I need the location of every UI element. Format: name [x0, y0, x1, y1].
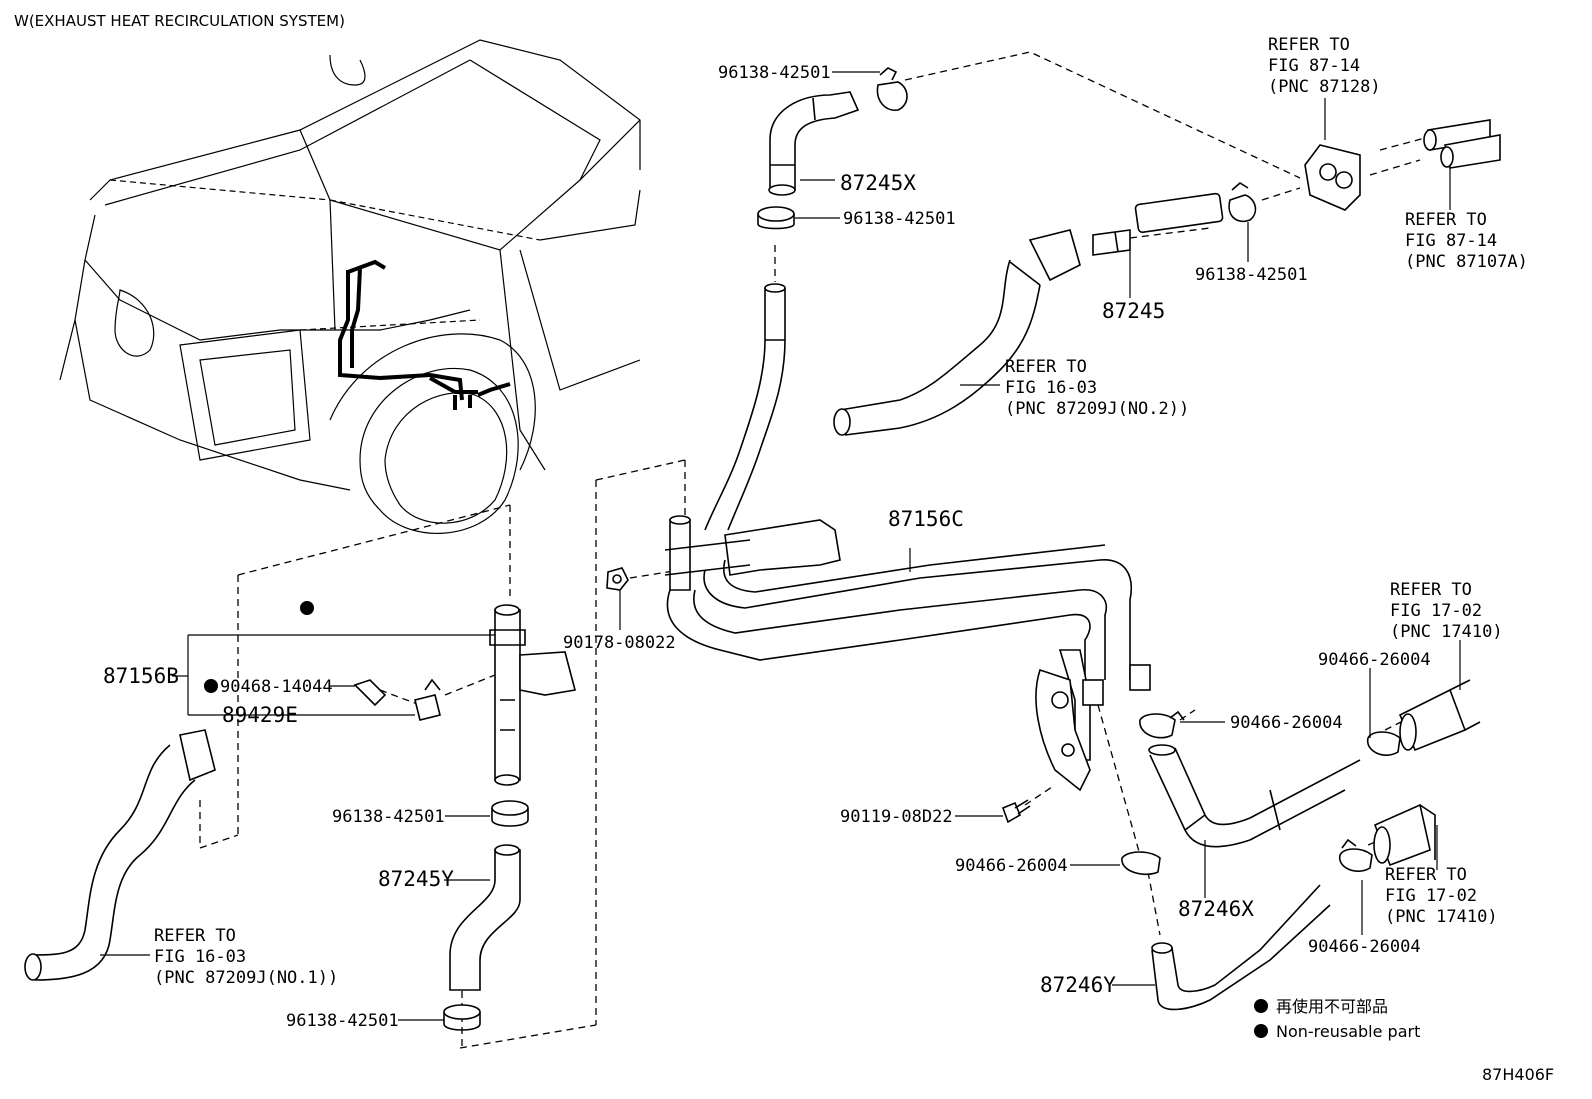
- ref-87209j-no2: REFER TO FIG 16-03 (PNC 87209J(NO.2)): [1005, 357, 1189, 419]
- ref-87209j-no1: REFER TO FIG 16-03 (PNC 87209J(NO.1)): [154, 926, 338, 988]
- pipe-assembly-87156c[interactable]: [664, 283, 1151, 792]
- nut-90178[interactable]: [606, 567, 629, 591]
- svg-text:REFER TO: REFER TO: [1385, 865, 1467, 885]
- label-87246y: 87246Y: [1040, 973, 1116, 997]
- figure-code: 87H406F: [1482, 1065, 1554, 1084]
- label-96138-left-mid: 96138-42501: [332, 807, 445, 827]
- label-87156c: 87156C: [888, 507, 964, 531]
- valve-89429e[interactable]: [414, 678, 441, 721]
- hose-87246y[interactable]: [1151, 884, 1331, 1011]
- legend-dot-cn: [1254, 999, 1268, 1013]
- hose-87245[interactable]: [1092, 192, 1224, 256]
- label-90466-right-upper: 90466-26004: [1318, 650, 1431, 670]
- non-reusable-dot-clip: [204, 679, 218, 693]
- svg-text:REFER TO: REFER TO: [1005, 357, 1087, 377]
- legend: 再使用不可部品 Non-reusable part: [1254, 997, 1420, 1041]
- pipe-17410-lower[interactable]: [1373, 803, 1436, 867]
- clamp-90466-upper[interactable]: [1139, 710, 1185, 739]
- label-90466-right-lower: 90466-26004: [1308, 937, 1421, 957]
- diagram-title: W(EXHAUST HEAT RECIRCULATION SYSTEM): [14, 12, 345, 30]
- svg-text:(PNC 87107A): (PNC 87107A): [1405, 252, 1528, 272]
- clamp-96138-right[interactable]: [1228, 182, 1257, 222]
- svg-text:REFER TO: REFER TO: [154, 926, 236, 946]
- label-90466-lower: 90466-26004: [955, 856, 1068, 876]
- label-87245: 87245: [1102, 299, 1165, 323]
- clamp-96138-second[interactable]: [757, 206, 795, 230]
- pipe-assembly-87156b[interactable]: [489, 604, 576, 786]
- label-87245x: 87245X: [840, 171, 916, 195]
- svg-text:(PNC 17410): (PNC 17410): [1390, 622, 1503, 642]
- label-96138-top: 96138-42501: [718, 63, 831, 83]
- hose-87246x[interactable]: [1148, 744, 1361, 848]
- svg-text:(PNC 87209J(NO.2)): (PNC 87209J(NO.2)): [1005, 399, 1189, 419]
- svg-text:FIG 16-03: FIG 16-03: [1005, 378, 1097, 398]
- clamp-90466-right-upper[interactable]: [1367, 731, 1401, 756]
- vehicle-illustration: [59, 39, 641, 534]
- label-90468: 90468-14044: [220, 677, 333, 697]
- label-90119: 90119-08D22: [840, 807, 953, 827]
- svg-text:FIG 17-02: FIG 17-02: [1385, 886, 1477, 906]
- svg-text:(PNC 87209J(NO.1)): (PNC 87209J(NO.1)): [154, 968, 338, 988]
- label-96138-right: 96138-42501: [1195, 265, 1308, 285]
- hose-87209j-no1[interactable]: [24, 729, 216, 981]
- label-90466-upper: 90466-26004: [1230, 713, 1343, 733]
- legend-chinese: 再使用不可部品: [1276, 997, 1388, 1016]
- svg-text:(PNC 17410): (PNC 17410): [1385, 907, 1498, 927]
- svg-text:FIG 87-14: FIG 87-14: [1405, 231, 1497, 251]
- svg-text:FIG 87-14: FIG 87-14: [1268, 56, 1360, 76]
- non-reusable-dot-upper: [300, 601, 314, 615]
- svg-text:REFER TO: REFER TO: [1405, 210, 1487, 230]
- hose-87245y[interactable]: [449, 844, 521, 991]
- label-96138-second: 96138-42501: [843, 209, 956, 229]
- connector-87128[interactable]: [1304, 144, 1361, 211]
- label-90178: 90178-08022: [563, 633, 676, 653]
- bolt-90119[interactable]: [1001, 799, 1031, 824]
- label-96138-bottom: 96138-42501: [286, 1011, 399, 1031]
- ref-17410-upper: REFER TO FIG 17-02 (PNC 17410): [1390, 580, 1503, 642]
- clamp-96138-top[interactable]: [876, 67, 908, 111]
- clamp-96138-left-mid[interactable]: [491, 800, 529, 827]
- hose-87209j-no2[interactable]: [833, 229, 1081, 436]
- label-89429e: 89429E: [222, 703, 298, 727]
- clamp-96138-bottom[interactable]: [443, 1004, 481, 1031]
- legend-dot-en: [1254, 1024, 1268, 1038]
- svg-text:REFER TO: REFER TO: [1268, 35, 1350, 55]
- clamp-90466-right-lower[interactable]: [1339, 838, 1373, 872]
- label-87246x: 87246X: [1178, 897, 1254, 921]
- pipe-17410-upper[interactable]: [1398, 679, 1481, 752]
- svg-text:REFER TO: REFER TO: [1390, 580, 1472, 600]
- clip-90468[interactable]: [353, 679, 387, 707]
- ref-17410-lower: REFER TO FIG 17-02 (PNC 17410): [1385, 865, 1498, 927]
- legend-english: Non-reusable part: [1276, 1022, 1420, 1041]
- hose-87245x[interactable]: [768, 91, 860, 196]
- leader-lines: [100, 71, 1461, 1021]
- label-87245y: 87245Y: [378, 867, 454, 891]
- svg-text:(PNC 87128): (PNC 87128): [1268, 77, 1381, 97]
- ref-87107a: REFER TO FIG 87-14 (PNC 87107A): [1405, 210, 1528, 272]
- label-87156b: 87156B: [103, 664, 179, 688]
- svg-text:FIG 16-03: FIG 16-03: [154, 947, 246, 967]
- pipes-87107a[interactable]: [1423, 119, 1501, 169]
- clamp-90466-lower[interactable]: [1121, 851, 1161, 876]
- svg-text:FIG 17-02: FIG 17-02: [1390, 601, 1482, 621]
- ref-87128: REFER TO FIG 87-14 (PNC 87128): [1268, 35, 1381, 97]
